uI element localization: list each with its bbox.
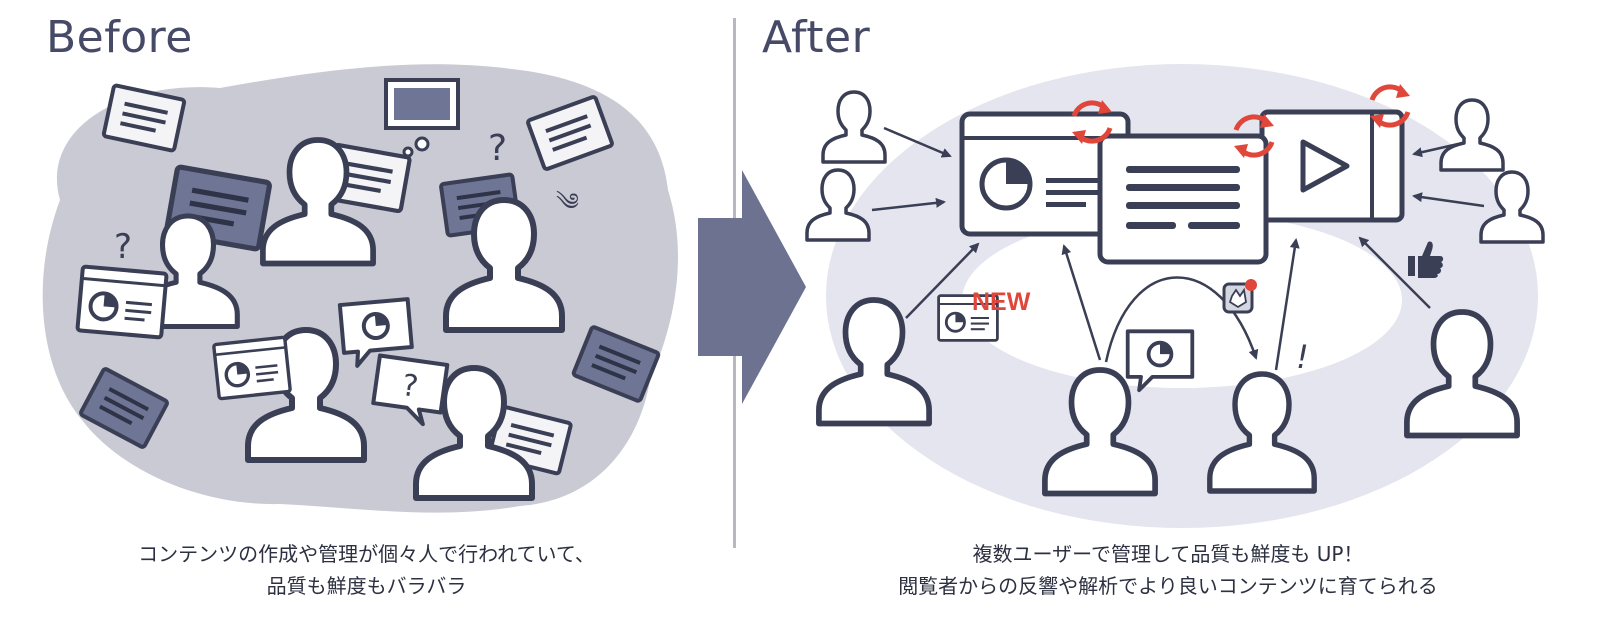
chart-card-icon	[77, 266, 166, 337]
chart-card-icon	[214, 337, 291, 399]
before-caption-line-2: 品質も鮮度もバラバラ	[0, 570, 733, 602]
transition-arrow	[698, 170, 806, 404]
after-caption: 複数ユーザーで管理して品質も鮮度も UP！ 閲覧者からの反響や解析でより良いコン…	[736, 538, 1600, 602]
person-icon	[1441, 100, 1503, 170]
text-window	[1100, 136, 1266, 262]
question-mark-icon: ?	[488, 128, 507, 169]
new-badge: NEW	[972, 288, 1031, 316]
question-mark-icon: ?	[114, 227, 132, 267]
after-caption-line-1: 複数ユーザーで管理して品質も鮮度も UP！	[736, 538, 1600, 570]
notification-icon	[1224, 279, 1257, 312]
before-caption: コンテンツの作成や管理が個々人で行われていて、 品質も鮮度もバラバラ	[0, 538, 733, 602]
exclamation-icon: !	[1296, 338, 1309, 376]
scribble-icon: ༄	[556, 188, 579, 216]
video-window	[1262, 112, 1402, 220]
before-caption-line-1: コンテンツの作成や管理が個々人で行われていて、	[0, 538, 733, 570]
person-icon	[823, 92, 885, 162]
after-caption-line-2: 閲覧者からの反響や解析でより良いコンテンツに育てられる	[736, 570, 1600, 602]
